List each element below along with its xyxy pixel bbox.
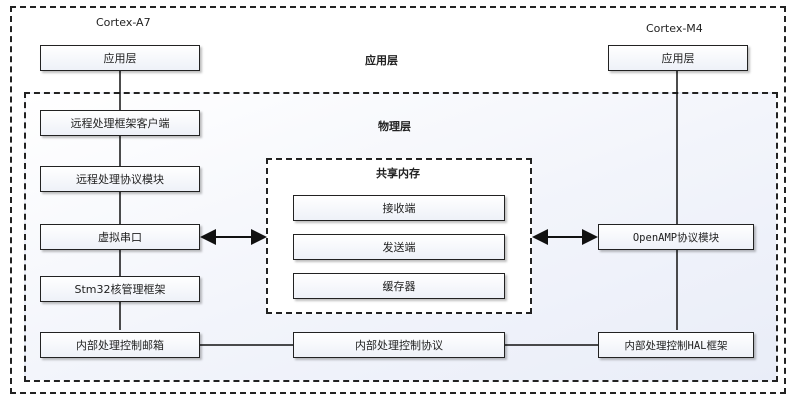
- virtual-uart-box: 虚拟串口: [40, 224, 200, 250]
- physical-layer-label: 物理层: [378, 120, 411, 133]
- rproc-client-box: 远程处理框架客户端: [40, 110, 200, 136]
- ipc-protocol-box: 内部处理控制协议: [293, 332, 505, 358]
- cortex-m4-label: Cortex-M4: [646, 22, 703, 35]
- ipc-mailbox-box: 内部处理控制邮箱: [40, 332, 200, 358]
- rproc-protocol-box: 远程处理协议模块: [40, 166, 200, 192]
- shared-memory-label: 共享内存: [376, 167, 420, 180]
- buffer-box: 缓存器: [293, 273, 505, 299]
- cortex-a7-label: Cortex-A7: [96, 16, 151, 29]
- application-layer-label: 应用层: [365, 54, 398, 67]
- receiver-box: 接收端: [293, 195, 505, 221]
- right-app-layer-box: 应用层: [608, 45, 748, 71]
- ipc-hal-framework-box: 内部处理控制HAL框架: [598, 332, 754, 358]
- openamp-protocol-box: OpenAMP协议模块: [598, 224, 754, 250]
- sender-box: 发送端: [293, 234, 505, 260]
- left-app-layer-box: 应用层: [40, 45, 200, 71]
- outer-frame: [10, 6, 786, 394]
- stm32-core-mgmt-box: Stm32核管理框架: [40, 276, 200, 302]
